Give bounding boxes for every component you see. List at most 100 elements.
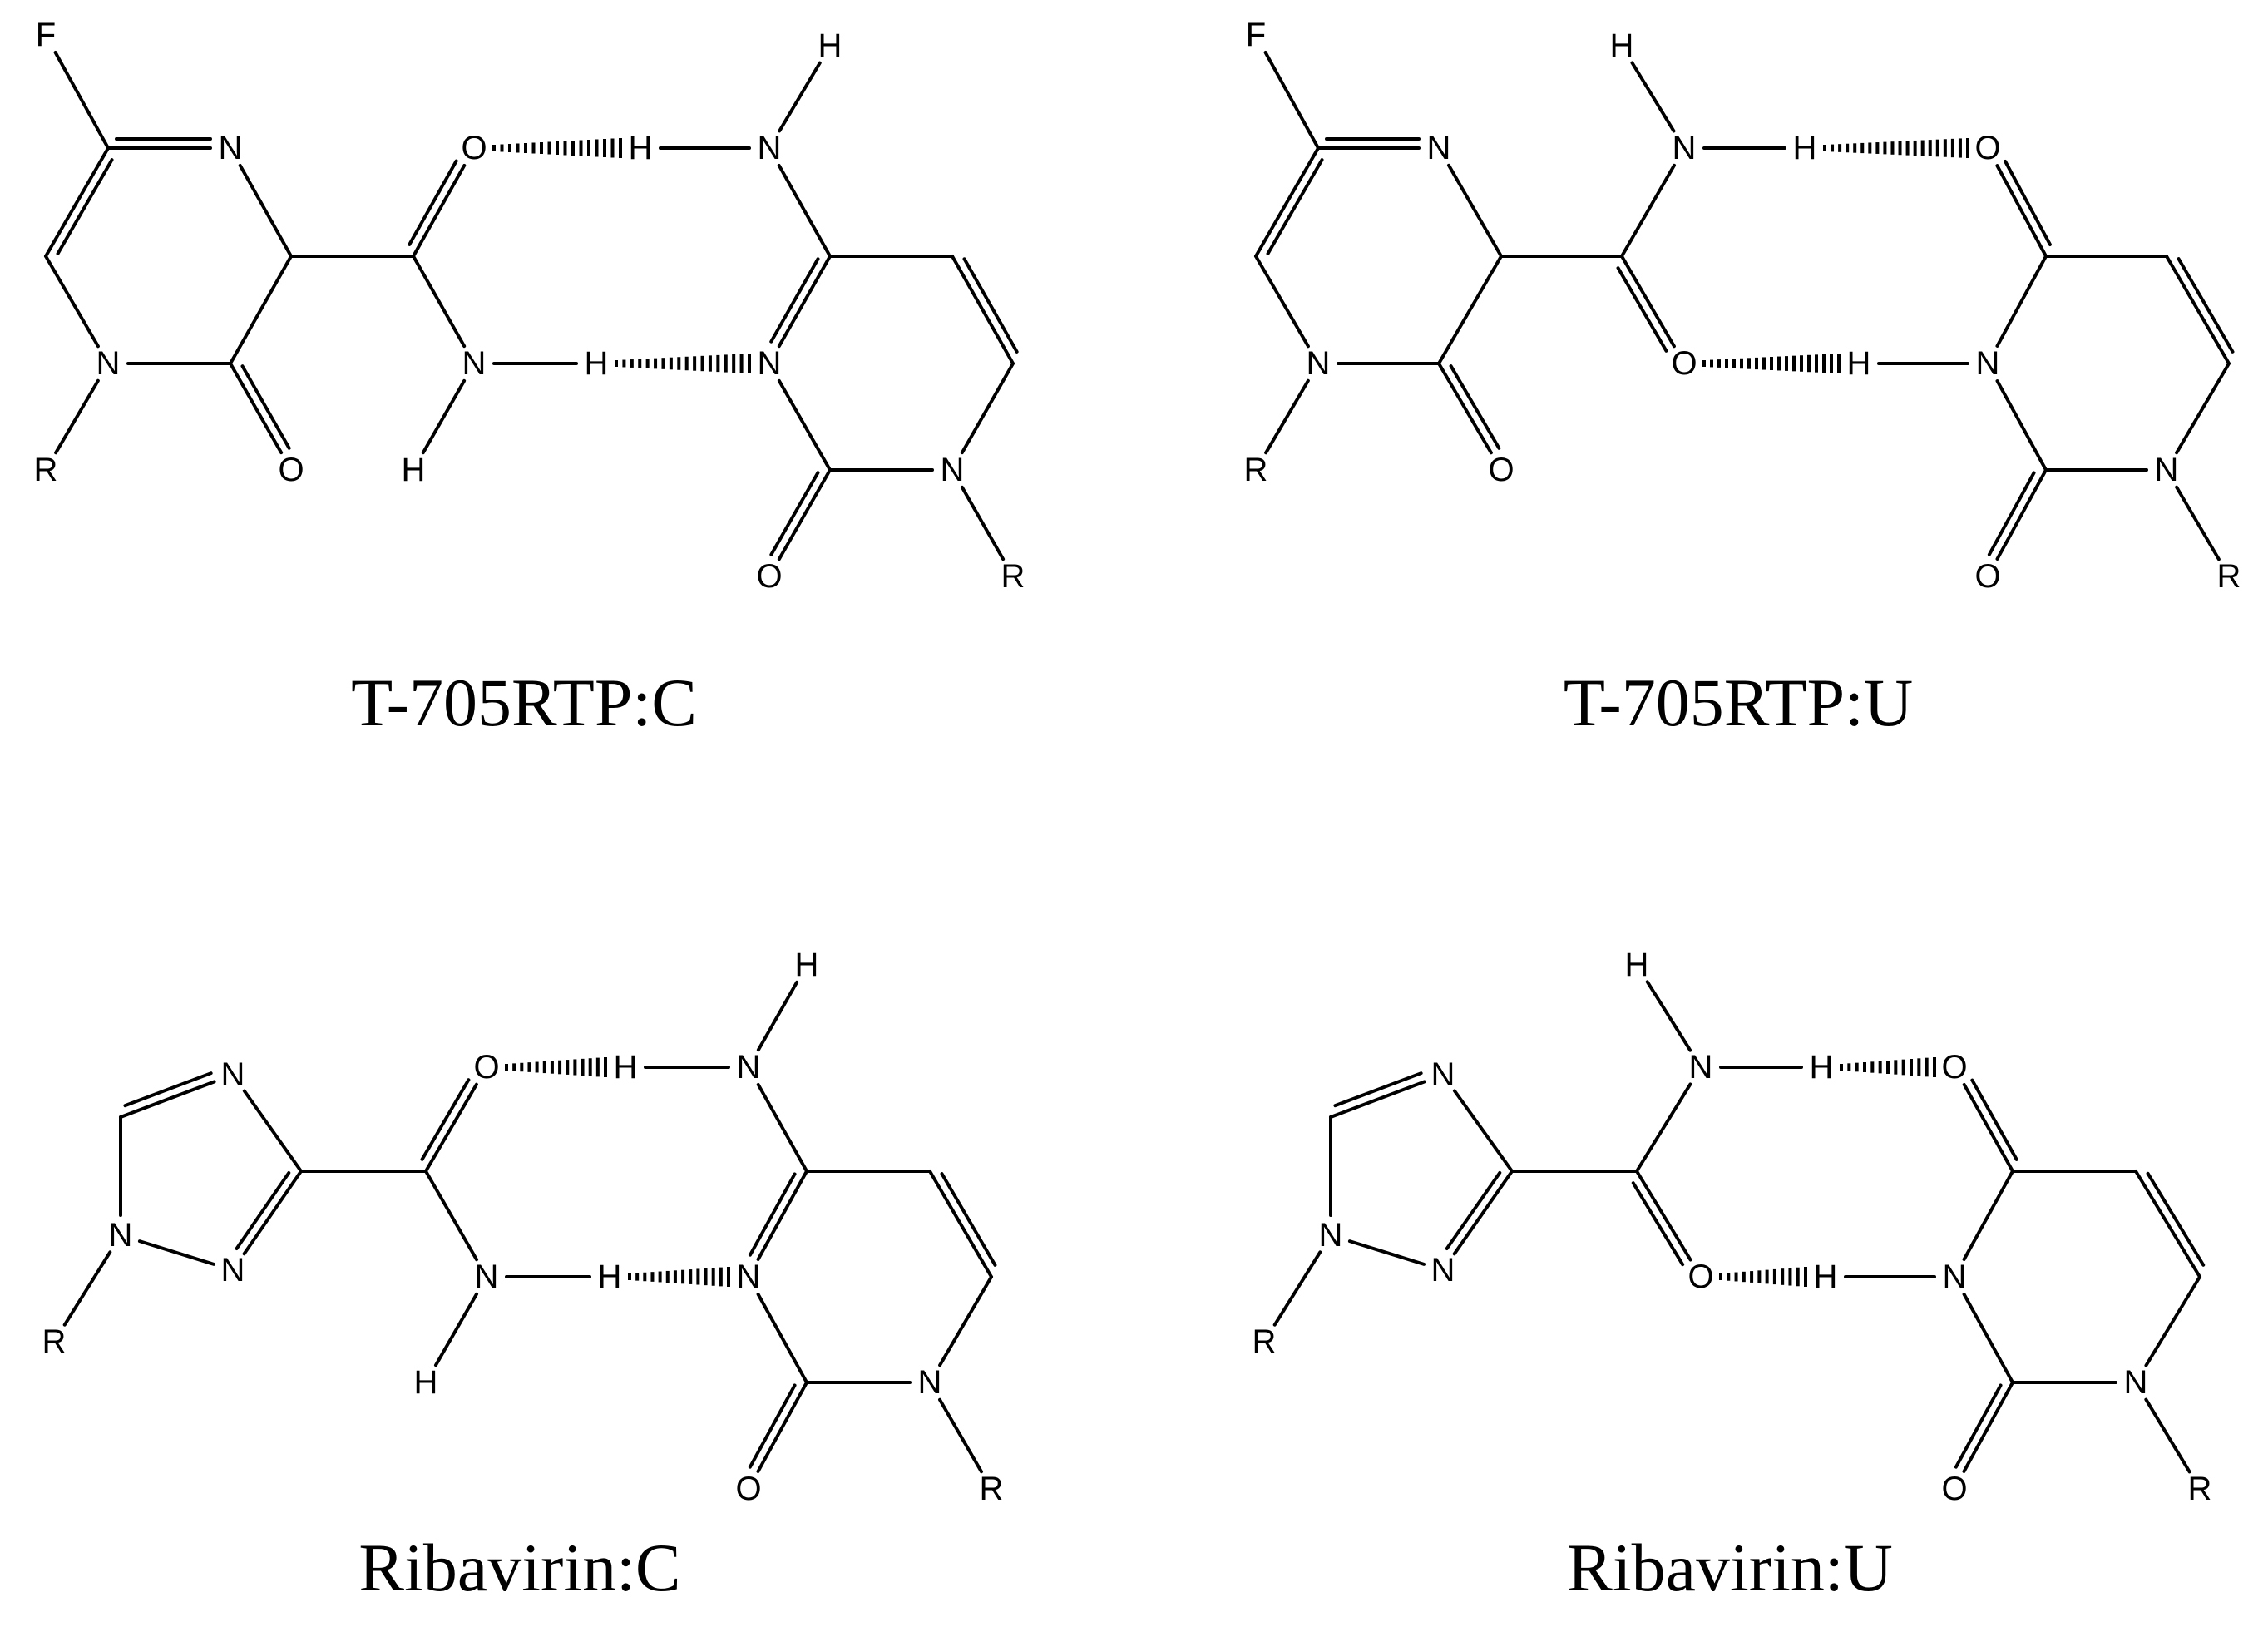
ribavirin-c-atom-n-11: N: [737, 1049, 761, 1085]
t705-u-bond-7: [1264, 378, 1310, 455]
t705-u-bond-19: [1995, 468, 2048, 561]
t705-c-bond-20: [777, 468, 832, 561]
ribavirin-c-atom-n-1: N: [221, 1056, 245, 1093]
ribavirin-c-bond-16: [938, 1397, 983, 1474]
ribavirin-c-bond-2: [242, 1170, 303, 1256]
ribavirin-u-atom-n-15: N: [2124, 1364, 2148, 1401]
t705-u-hydrogen-bond-0: [1823, 138, 1969, 158]
ribavirin-u-atom-o-11: O: [1941, 1049, 1967, 1085]
t705-u-bond-19-second-line: [1987, 471, 2036, 556]
ribavirin-u-atom-h-20: H: [1814, 1259, 1838, 1295]
t705-u-bond-8-second-line: [1449, 364, 1501, 450]
ribavirin-u-bond-0: [1329, 1080, 1426, 1119]
t705-u-bond-3: [1437, 255, 1503, 365]
t705-c-bond-19: [960, 485, 1006, 561]
t705-u-atom-o-20: O: [1974, 558, 2000, 595]
t705-u-atom-r-7: R: [1244, 452, 1268, 488]
t705-c-bond-15: [777, 163, 832, 258]
ribavirin-c-bond-11: [756, 980, 799, 1052]
t705-u-bond-15: [1995, 255, 2048, 348]
t705-u-bond-11: [1630, 61, 1676, 133]
t705-c-atom-n-5: N: [96, 345, 121, 382]
ribavirin-u-atom-r-5: R: [1253, 1323, 1277, 1360]
ribavirin-u-atom-h-10: H: [1810, 1049, 1834, 1085]
t705-c-bond-8-second-line: [240, 364, 291, 450]
t705-u-atom-n-10: N: [1673, 130, 1697, 166]
t705-c-hydrogen-bond-1: [615, 354, 751, 373]
ribavirin-c-hydrogen-bond-1: [628, 1267, 730, 1287]
t705-u-hydrogen-bond-1: [1702, 354, 1841, 373]
t705-u-atom-h-13: H: [1793, 130, 1817, 166]
t705-c-bond-7: [54, 378, 100, 455]
t705-u-bond-18: [2175, 485, 2221, 561]
t705-c-bond-6-second-line: [56, 158, 114, 255]
t705-c-bond-11: [412, 255, 467, 349]
ribavirin-c-atom-r-17: R: [980, 1471, 1004, 1507]
t705-c-bond-23: [960, 362, 1015, 455]
ribavirin-c-atom-n-3: N: [221, 1252, 245, 1288]
ribavirin-c-bond-8: [424, 1170, 479, 1262]
t705-c-atom-r-20: R: [1001, 558, 1025, 595]
t705-u-bond-8: [1437, 362, 1493, 455]
t705-u-atom-f-0: F: [1246, 17, 1266, 53]
ribavirin-c-atom-n-14: N: [737, 1259, 761, 1295]
t705-u-bond-21-second-line: [2177, 257, 2235, 354]
ribavirin-u-bond-12: [1962, 1170, 2014, 1261]
ribavirin-c-bond-0-second-line: [123, 1071, 213, 1108]
ribavirin-c-bond-7-second-line: [420, 1078, 471, 1161]
ribavirin-c-bond-1: [242, 1089, 303, 1173]
ribavirin-u-bond-8: [1645, 980, 1692, 1052]
t705-c-atom-n-19: N: [941, 452, 965, 488]
ribavirin-u-bond-11-second-line: [1970, 1078, 2018, 1161]
t705-c-bond-22-second-line: [962, 257, 1019, 354]
t705-c-bond-17: [777, 378, 832, 472]
ribavirin-u-bond-9: [1635, 1170, 1692, 1262]
ribavirin-u-hydrogen-bond-0: [1840, 1057, 1936, 1077]
t705-u-atom-h-11: H: [1610, 27, 1634, 64]
ribavirin-u-atom-n-3: N: [1431, 1252, 1455, 1288]
ribavirin-u-atom-n-13: N: [1943, 1259, 1967, 1295]
ribavirin-c-bond-0: [119, 1080, 216, 1119]
ribavirin-c-atom-r-5: R: [42, 1323, 67, 1360]
t705-c-hydrogen-bond-0: [492, 138, 622, 158]
ribavirin-c-atom-h-10: H: [614, 1049, 638, 1085]
ribavirin-c-bond-13: [756, 1170, 808, 1261]
t705-c-bond-6: [44, 146, 110, 258]
t705-u-atom-n-18: N: [2155, 452, 2179, 488]
t705-c-bond-12: [421, 378, 467, 455]
ribavirin-c-bond-19-second-line: [940, 1172, 997, 1267]
t705-c-atom-o-10: O: [461, 130, 487, 166]
t705-u-bond-14: [1995, 164, 2048, 258]
ribavirin-c-atom-n-4: N: [109, 1217, 133, 1254]
t705-u-bond-5: [1254, 255, 1310, 349]
t705-c-bond-0: [53, 51, 110, 150]
t705-c-bond-16-second-line: [769, 257, 820, 344]
t705-u-bond-22: [2175, 362, 2231, 455]
ribavirin-u-atom-n-7: N: [1689, 1049, 1713, 1085]
ribavirin-u-bond-1: [1452, 1089, 1514, 1173]
t705-c-atom-n-11: N: [462, 345, 487, 382]
ribavirin-c-bond-12: [756, 1082, 808, 1173]
ribavirin-c-bond-13-second-line: [748, 1172, 797, 1257]
ribavirin-u-bond-9-second-line: [1631, 1181, 1685, 1267]
t705-c-atom-h-13: H: [629, 130, 653, 166]
t705-c-atom-n-14: N: [758, 130, 782, 166]
ribavirin-c-bond-9: [433, 1292, 479, 1367]
t705-c-bond-22: [951, 255, 1015, 365]
t705-c-atom-f-0: F: [36, 17, 56, 53]
t705-u-bond-12: [1620, 255, 1676, 349]
ribavirin-c-bond-17-second-line: [748, 1383, 797, 1469]
t705-u-bond-16: [1995, 379, 2048, 472]
t705-u-atom-o-12: O: [1671, 345, 1697, 382]
ribavirin-u-bond-11: [1962, 1082, 2014, 1173]
caption-ribavirin-u: Ribavirin:U: [1567, 1530, 1893, 1605]
ribavirin-u-atom-o-17: O: [1941, 1471, 1967, 1507]
t705-u-bond-6-second-line: [1266, 158, 1324, 255]
ribavirin-u-bond-2-second-line: [1445, 1170, 1502, 1251]
ribavirin-u-atom-r-16: R: [2188, 1471, 2212, 1507]
t705-c-atom-h-24: H: [585, 345, 609, 382]
t705-c-atom-o-8: O: [278, 452, 304, 488]
ribavirin-u-atom-o-9: O: [1687, 1259, 1713, 1295]
ribavirin-c-atom-n-16: N: [918, 1364, 942, 1401]
ribavirin-c-atom-h-12: H: [795, 947, 819, 983]
